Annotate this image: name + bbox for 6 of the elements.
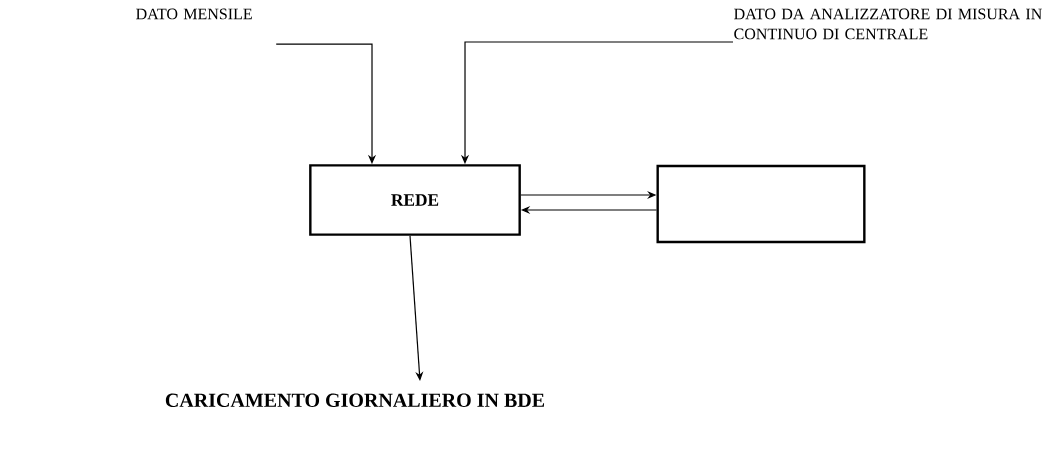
process-box [656,164,866,244]
arrow [409,235,424,381]
source-label: DATO MENSILE [136,8,252,20]
output-label: CARICAMENTO GIORNALIERO IN BDE [165,393,545,408]
process-box: REDE [309,164,521,236]
source-label: DATO DA ANALIZZATORE DI MISURA IN CONTINUO DI CENTRALE [734,8,1042,40]
